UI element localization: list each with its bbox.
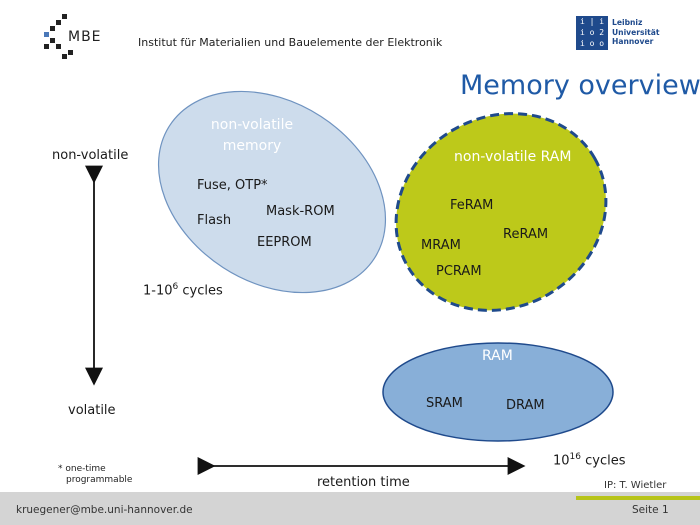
- footer-accent-line: [576, 496, 700, 500]
- cycles-left-label: 1-106 cycles: [143, 282, 223, 299]
- axis-label-retention-time: retention time: [317, 475, 410, 490]
- nvram-title: non-volatile RAM: [454, 149, 572, 165]
- university-logo-line: Leibniz: [612, 18, 643, 27]
- nvm-title-line2: memory: [222, 138, 282, 154]
- nvram-ellipse: [394, 112, 608, 312]
- cycles-right-label: 1016 cycles: [553, 452, 626, 469]
- mbe-logo-text: MBE: [68, 29, 102, 45]
- nvm-item: Mask-ROM: [266, 204, 335, 219]
- university-logo-line: Hannover: [612, 37, 654, 47]
- university-logo-mark: i | i i o 2 i o o 4: [576, 16, 608, 59]
- nvm-title-line1: non-volatile: [210, 117, 294, 133]
- ram-item: DRAM: [506, 398, 545, 413]
- ram-ellipse: [382, 342, 614, 442]
- nvram-item: PCRAM: [436, 264, 482, 279]
- university-logo: i | i i o 2 i o o 4 Leibniz Universität …: [576, 16, 676, 59]
- university-logo-line: Universität: [612, 27, 660, 37]
- nvm-item: EEPROM: [257, 235, 312, 250]
- ram-title: RAM: [482, 348, 513, 364]
- nvram-item: MRAM: [421, 238, 461, 253]
- nvm-item: Flash: [197, 213, 232, 228]
- nvm-ellipse: [157, 90, 387, 294]
- slide-title: Memory overview: [460, 70, 700, 101]
- axis-label-volatile: volatile: [68, 403, 116, 418]
- institute-name: Institut für Materialien und Bauelemente…: [138, 36, 443, 49]
- footer-email: kruegener@mbe.uni-hannover.de: [16, 504, 193, 516]
- footnote: * one-time programmable: [58, 464, 133, 485]
- footer-page-number: Seite 1: [632, 504, 669, 516]
- nvram-item: FeRAM: [450, 198, 494, 213]
- nvm-item: Fuse, OTP*: [197, 178, 268, 193]
- nvram-item: ReRAM: [503, 227, 549, 242]
- axis-label-nonvolatile: non-volatile: [52, 148, 129, 163]
- mbe-logo: MBE: [40, 14, 120, 60]
- image-credit: IP: T. Wietler: [604, 480, 667, 491]
- ram-item: SRAM: [426, 396, 463, 411]
